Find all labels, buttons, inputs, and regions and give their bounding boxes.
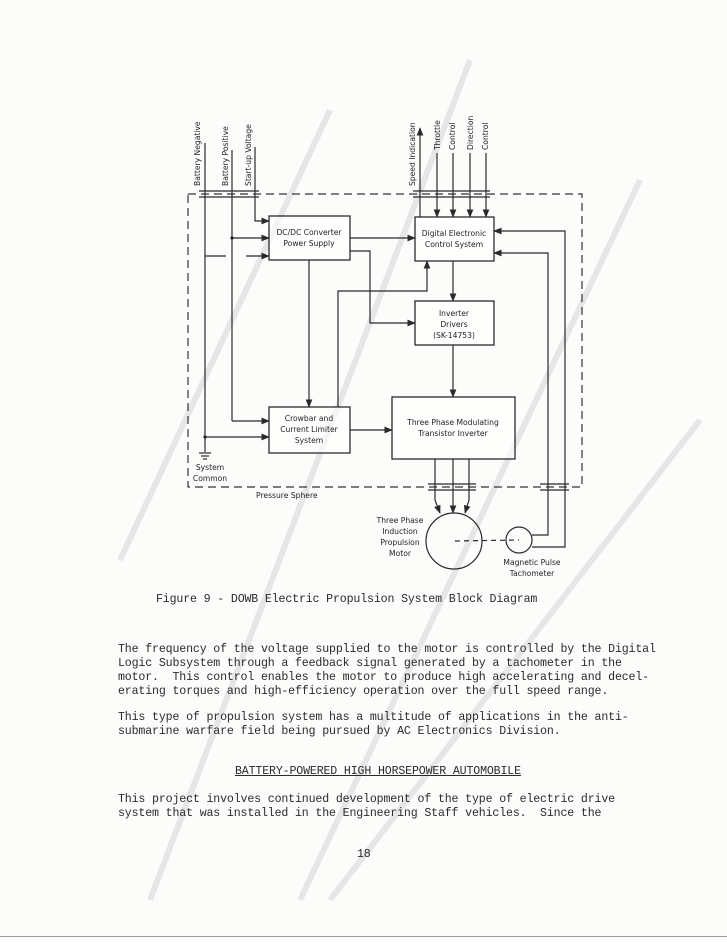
- text-line: The frequency of the voltage supplied to…: [118, 643, 656, 656]
- scan-edge: [0, 936, 727, 937]
- dcdc-label-2: Power Supply: [283, 239, 335, 248]
- three-phase-inverter-block: [391, 396, 516, 460]
- motor-label-4: Motor: [389, 549, 412, 558]
- pressure-sphere-label: Pressure Sphere: [256, 491, 318, 500]
- drivers-label-3: (SK-14753): [433, 331, 475, 340]
- drivers-label-1: Inverter: [439, 309, 470, 318]
- system-common-2: Common: [193, 474, 227, 483]
- page-number: 18: [357, 848, 371, 861]
- label-battery-negative: Battery Negative: [193, 121, 202, 186]
- inverter-label-2: Transistor Inverter: [417, 429, 488, 438]
- text-line: This type of propulsion system has a mul…: [118, 711, 629, 724]
- tachometer-circle: [505, 526, 533, 554]
- text-line: system that was installed in the Enginee…: [118, 807, 602, 820]
- label-speed-indication: Speed Indication: [408, 122, 417, 186]
- figure-caption: Figure 9 - DOWB Electric Propulsion Syst…: [156, 593, 538, 606]
- text-line: erating torques and high-efficiency oper…: [118, 685, 609, 698]
- motor-label-1: Three Phase: [376, 516, 424, 525]
- system-common-1: System: [196, 463, 224, 472]
- label-throttle: Throttle: [433, 120, 442, 151]
- motor-label-3: Propulsion: [380, 538, 420, 547]
- tach-label-1: Magnetic Pulse: [503, 558, 561, 567]
- label-direction: Direction: [466, 116, 475, 150]
- wires: [199, 127, 566, 548]
- decs-label-2: Control System: [425, 240, 483, 249]
- text-line: This project involves continued developm…: [118, 793, 615, 806]
- drivers-label-2: Drivers: [440, 320, 467, 329]
- label-direction-control: Control: [481, 123, 490, 150]
- digital-control-block: [414, 216, 495, 262]
- inverter-label-1: Three Phase Modulating: [406, 418, 499, 427]
- label-battery-positive: Battery Positive: [221, 126, 230, 186]
- section-heading: BATTERY-POWERED HIGH HORSEPOWER AUTOMOBI…: [235, 765, 521, 778]
- dcdc-label-1: DC/DC Converter: [276, 228, 342, 237]
- crowbar-label-1: Crowbar and: [285, 414, 334, 423]
- label-startup-voltage: Start-up Voltage: [244, 124, 253, 186]
- crowbar-label-2: Current Limiter: [280, 425, 338, 434]
- penetrator-marks: [199, 190, 569, 491]
- dcdc-converter-block: [268, 215, 351, 261]
- pressure-sphere-border: [187, 193, 583, 488]
- text-line: Logic Subsystem through a feedback signa…: [118, 657, 622, 670]
- text-line: motor. This control enables the motor to…: [118, 671, 649, 684]
- inverter-drivers-block: [414, 300, 495, 346]
- crowbar-label-3: System: [295, 436, 323, 445]
- decs-label-1: Digital Electronic: [422, 229, 486, 238]
- label-throttle-control: Control: [448, 123, 457, 150]
- watermark: [117, 58, 703, 902]
- motor-label-2: Induction: [382, 527, 418, 536]
- tach-label-2: Tachometer: [509, 569, 555, 578]
- text-line: submarine warfare field being pursued by…: [118, 725, 561, 738]
